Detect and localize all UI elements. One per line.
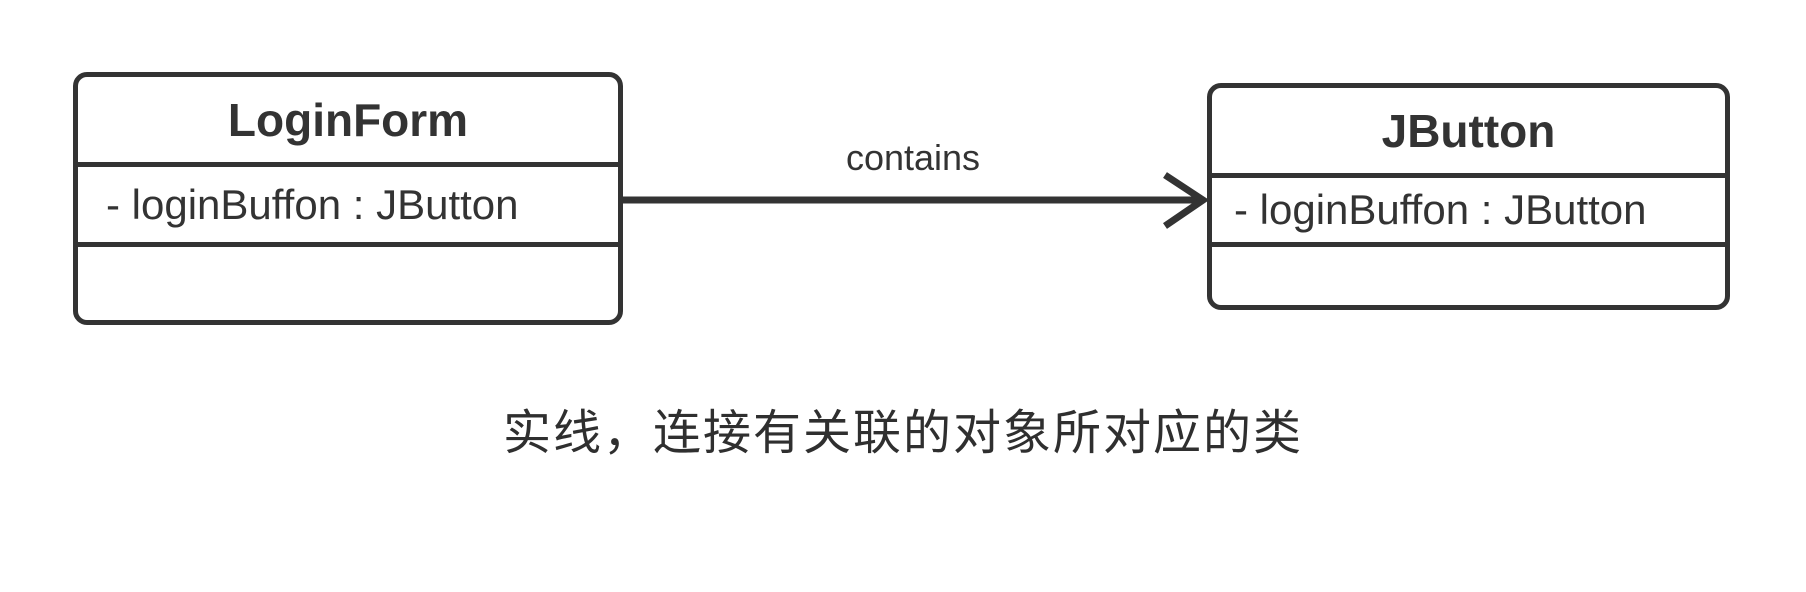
class-box-loginform: LoginForm - loginBuffon : JButton xyxy=(73,72,623,325)
class-box-jbutton: JButton - loginBuffon : JButton xyxy=(1207,83,1730,310)
association-arrow xyxy=(623,172,1210,229)
class-methods-loginform-empty xyxy=(78,247,618,320)
class-methods-jbutton-empty xyxy=(1212,247,1725,305)
class-attribute-loginform: - loginBuffon : JButton xyxy=(78,167,618,247)
association-label: contains xyxy=(845,137,981,178)
class-name-jbutton: JButton xyxy=(1212,88,1725,178)
class-name-loginform: LoginForm xyxy=(78,77,618,167)
caption-text: 实线，连接有关联的对象所对应的类 xyxy=(502,405,1303,461)
arrowhead-icon xyxy=(1163,172,1210,229)
class-attribute-jbutton: - loginBuffon : JButton xyxy=(1212,178,1725,247)
